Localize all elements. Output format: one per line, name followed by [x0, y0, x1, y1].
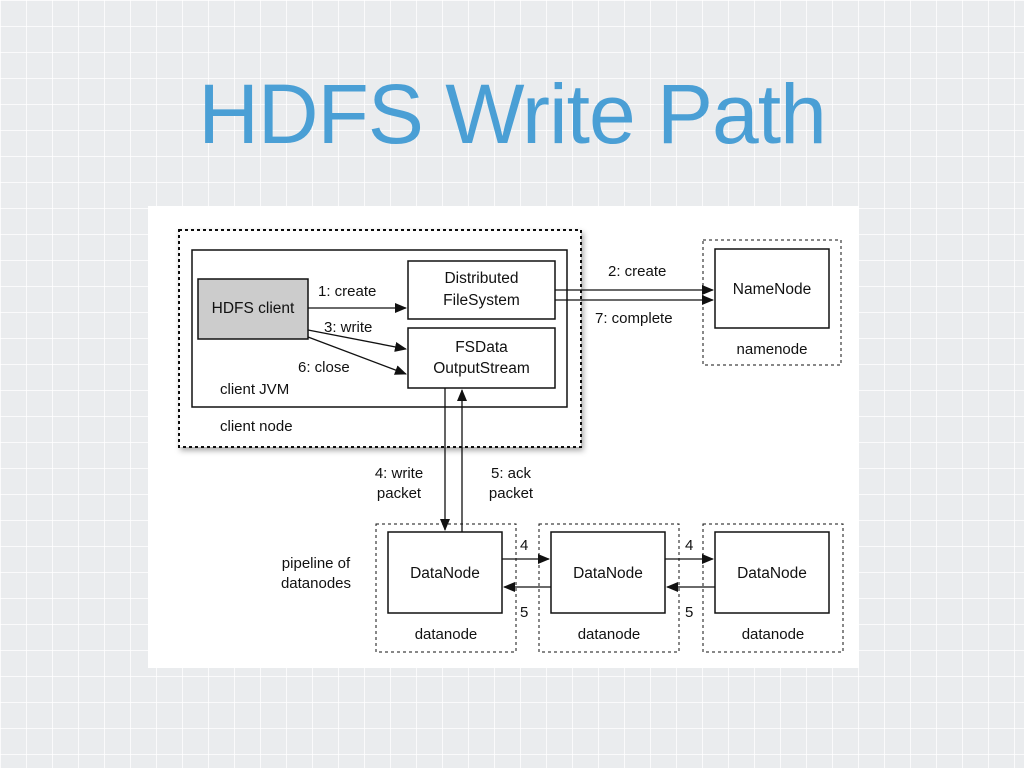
step-4-write-label-2: packet: [376, 485, 422, 502]
datanode-box-label-3: DataNode: [737, 565, 807, 582]
pipeline-label-2: datanodes: [280, 575, 352, 592]
datanode-box-1: [387, 531, 503, 614]
pipeline-label-1: pipeline of: [281, 555, 351, 572]
datanode-box-2: [550, 531, 666, 614]
distributed-fs-label-1: Distributed: [444, 270, 519, 287]
datanode-box-label-2: DataNode: [573, 565, 643, 582]
hop-5-label-a: 5: [520, 604, 529, 621]
step-4-write-label-1: 4: write: [374, 465, 424, 482]
datanode-label-3: datanode: [741, 626, 805, 643]
datanode-label-1: datanode: [414, 626, 478, 643]
namenode-box-label: NameNode: [732, 281, 812, 298]
step-2-create-label: 2: create: [608, 263, 667, 280]
hop-4-label-a: 4: [520, 537, 529, 554]
fsdata-outputstream-box: [407, 327, 556, 389]
output-stream-label-1: FSData: [455, 339, 508, 356]
step-3-write-label: 3: write: [324, 319, 373, 336]
hop-5-label-b: 5: [685, 604, 694, 621]
step-5-ack-label-2: packet: [488, 485, 534, 502]
hdfs-client-label: HDFS client: [211, 300, 295, 317]
output-stream-label-2: OutputStream: [433, 360, 530, 377]
step-7-complete-label: 7: complete: [595, 310, 673, 327]
hop-4-label-b: 4: [685, 537, 694, 554]
client-node-label: client node: [220, 418, 293, 435]
namenode-box: [714, 248, 830, 329]
step-6-close-label: 6: close: [298, 359, 350, 376]
diagram-panel: HDFS client Distributed FileSystem FSDat…: [148, 206, 859, 668]
step-5-ack-label-1: 5: ack: [490, 465, 532, 482]
datanode-box-3: [714, 531, 830, 614]
datanode-label-2: datanode: [577, 626, 641, 643]
arrow-6-close: [307, 336, 407, 375]
step-1-create-label: 1: create: [318, 283, 377, 300]
client-jvm-label: client JVM: [220, 381, 290, 398]
namenode-label: namenode: [736, 341, 808, 358]
arrow-3-write: [307, 329, 407, 352]
hdfs-client-box: [197, 278, 309, 340]
diagram-svg: [178, 229, 844, 653]
distributed-fs-label-2: FileSystem: [443, 292, 520, 309]
distributed-filesystem-box: [407, 260, 556, 320]
slide-title: HDFS Write Path: [198, 67, 827, 161]
datanode-box-label-1: DataNode: [410, 565, 480, 582]
